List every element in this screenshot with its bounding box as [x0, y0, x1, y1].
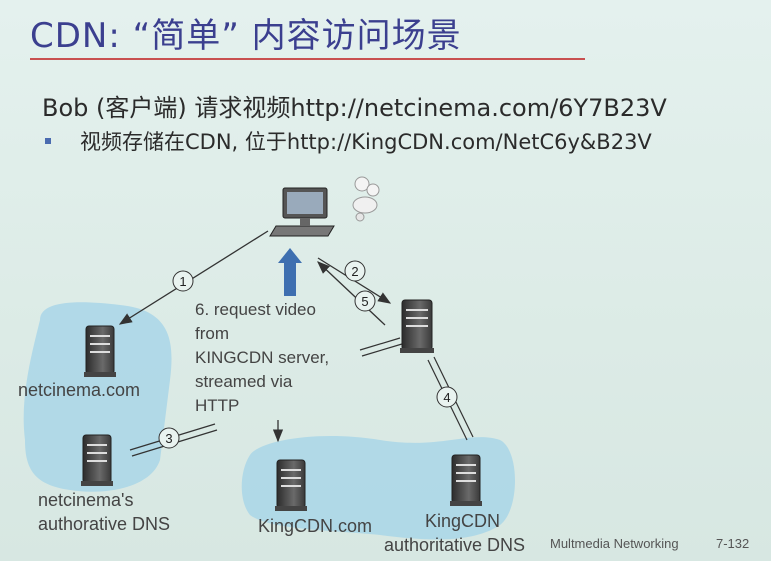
step-1-number: 1 — [179, 274, 186, 289]
step-2-circle: 2 — [344, 260, 366, 282]
netcinema-server-icon — [84, 325, 116, 377]
step3-link-upper-b — [361, 343, 403, 357]
step1-arrow — [118, 230, 269, 325]
kingcdn-server-icon — [275, 459, 307, 511]
footer-page-number: 7-132 — [716, 536, 750, 551]
netcinema-dns-server-icon — [81, 434, 113, 486]
step-3-number: 3 — [165, 431, 172, 446]
step5-arrow — [317, 261, 386, 326]
bullet-text: 视频存储在CDN, 位于http://KingCDN.com/NetC6y&B2… — [80, 130, 652, 154]
step-2-number: 2 — [351, 264, 358, 279]
step-4-number: 4 — [443, 390, 450, 405]
slide-title: CDN: “简单” 内容访问场景 — [30, 16, 462, 56]
netcinema-dns-label-line1: netcinema's — [38, 490, 134, 510]
step6-line4: streamed via — [195, 372, 293, 391]
step6-line3: KINGCDN server, — [195, 348, 330, 367]
netcinema-region — [23, 302, 172, 492]
netcinema-dns-label-line2: authorative DNS — [38, 514, 171, 534]
subtitle-text: Bob (客户端) 请求视频http://netcinema.com/6Y7B2… — [42, 94, 667, 122]
kingcdn-region — [241, 435, 515, 540]
client-computer-icon — [269, 187, 335, 237]
local-dns-server-icon — [400, 299, 434, 353]
netcinema-label: netcinema.com — [18, 380, 141, 400]
step-4-circle: 4 — [436, 386, 458, 408]
step6-line5: HTTP — [195, 396, 240, 415]
step-1-circle: 1 — [172, 270, 194, 292]
kingcdn-dns-label-line1: KingCDN — [425, 511, 501, 531]
step3-link-upper-a — [359, 337, 401, 351]
kingcdn-label: KingCDN.com — [258, 516, 373, 536]
step6-line1: 6. request video — [195, 300, 316, 319]
bob-user-icon — [352, 176, 380, 222]
stream-up-arrow — [278, 248, 302, 296]
footer-course: Multmedia Networking — [550, 536, 679, 551]
kingcdn-dns-server-icon — [450, 454, 482, 506]
step-5-number: 5 — [361, 294, 368, 309]
bullet-marker — [45, 138, 51, 144]
step-3-circle: 3 — [158, 427, 180, 449]
step6-line2: from — [195, 324, 229, 343]
title-underline — [30, 58, 585, 60]
step-5-circle: 5 — [354, 290, 376, 312]
kingcdn-dns-label-line2: authoritative DNS — [384, 535, 526, 555]
